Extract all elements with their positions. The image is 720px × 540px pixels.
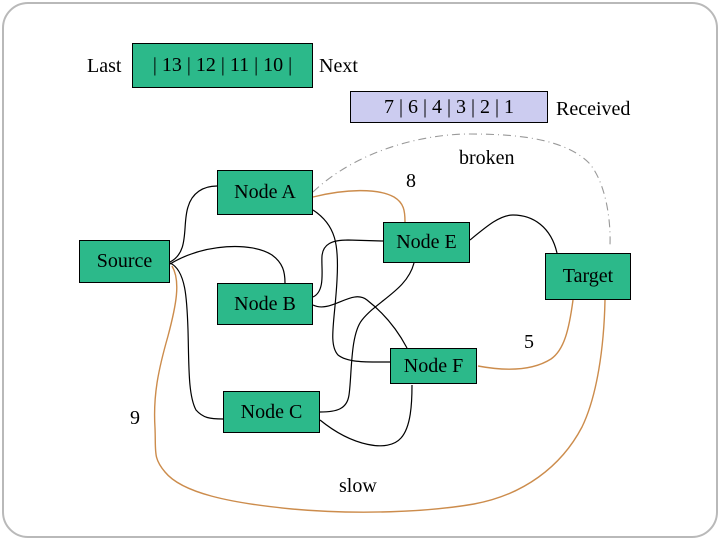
seq-number-8: 8: [406, 170, 416, 192]
edge-node-a-to-node-f: [312, 209, 391, 363]
seq-number-9: 9: [130, 407, 140, 429]
edge-node-a-to-target-broken: [312, 133, 611, 246]
edge-source-to-node-c: [169, 262, 224, 420]
edge-node-b-to-node-f: [312, 296, 408, 349]
edge-node-b-to-node-e: [312, 239, 384, 298]
node-f-box: Node F: [390, 348, 477, 384]
target-box: Target: [545, 253, 631, 300]
edge-source-to-node-b: [169, 245, 286, 284]
next-label: Next: [319, 55, 358, 77]
source-box: Source: [79, 240, 170, 283]
node-a-box: Node A: [217, 170, 313, 215]
node-b-box: Node B: [217, 283, 313, 325]
edge-source-to-target-slow-9: [153, 265, 606, 513]
edge-source-to-node-a: [169, 185, 218, 263]
received-buffer-box: 7 | 6 | 4 | 3 | 2 | 1: [350, 91, 548, 123]
send-buffer-box: | 13 | 12 | 11 | 10 |: [132, 43, 313, 88]
edge-node-f-to-target-5: [477, 299, 574, 370]
edge-node-c-to-node-f: [319, 384, 413, 447]
node-c-box: Node C: [223, 391, 320, 433]
last-label: Last: [87, 55, 122, 77]
node-e-box: Node E: [383, 222, 470, 263]
edge-node-a-to-node-e-8: [312, 189, 406, 223]
seq-number-5: 5: [524, 331, 534, 353]
slow-annotation: slow: [339, 475, 377, 497]
edge-node-e-to-target: [469, 214, 558, 254]
received-label: Received: [556, 98, 631, 120]
broken-annotation: broken: [459, 147, 515, 169]
edge-node-e-to-node-c: [319, 262, 415, 413]
